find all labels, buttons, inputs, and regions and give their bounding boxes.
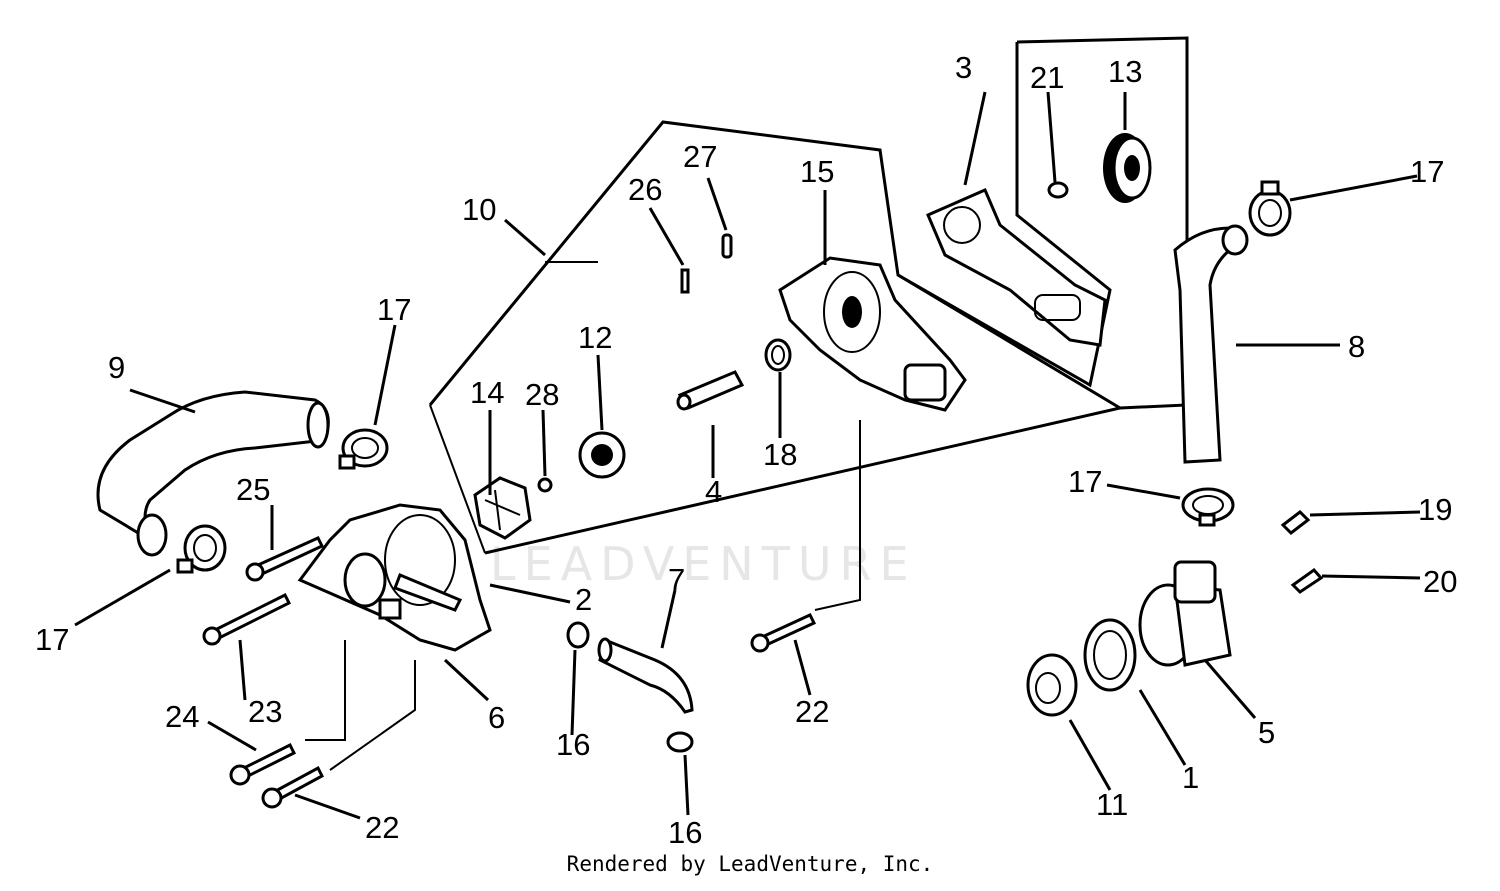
callout-6: 6 — [488, 700, 505, 735]
thermostat-11 — [1026, 653, 1078, 717]
bolt-23 — [202, 592, 292, 646]
callout-21: 21 — [1030, 60, 1064, 95]
callout-5: 5 — [1258, 715, 1275, 750]
pin-27 — [721, 233, 733, 259]
leader-lines — [74, 91, 1421, 820]
callout-1: 1 — [1182, 760, 1199, 795]
callout-14: 14 — [470, 375, 504, 410]
clip-21 — [1047, 181, 1069, 199]
shaft-4 — [676, 370, 745, 411]
callout-26: 26 — [628, 172, 662, 207]
impeller-14 — [473, 476, 532, 540]
callout-22-right: 22 — [795, 694, 829, 729]
clamp-17-lower-left — [176, 524, 227, 574]
gasket-3 — [926, 188, 1107, 347]
hose-9 — [96, 390, 330, 557]
callout-9: 9 — [108, 350, 125, 385]
clamp-17-upper-left — [338, 428, 389, 470]
callout-3: 3 — [955, 50, 972, 85]
ring-28 — [537, 477, 553, 493]
callout-24: 24 — [165, 699, 199, 734]
assembly-group-outline — [428, 36, 1189, 555]
clip-16-lower — [666, 731, 694, 753]
callout-11: 11 — [1096, 787, 1128, 822]
callout-25: 25 — [236, 472, 270, 507]
clamp-17-upper-right — [1248, 180, 1292, 237]
housing-15 — [778, 256, 967, 412]
callout-17-upper-right: 17 — [1410, 154, 1444, 189]
callout-12: 12 — [578, 320, 612, 355]
callout-22-lower: 22 — [365, 810, 399, 845]
screw-20 — [1290, 567, 1324, 594]
callout-17-upper-left: 17 — [377, 292, 411, 327]
clip-16-upper — [566, 621, 590, 649]
gasket-1 — [1083, 618, 1137, 692]
bolt-25 — [245, 536, 325, 582]
pump-housing-6 — [297, 503, 492, 652]
callouts: 1 2 3 4 5 6 7 8 9 10 11 12 13 14 15 16 1… — [35, 50, 1457, 850]
pin-26 — [680, 268, 690, 294]
callout-18: 18 — [763, 437, 797, 472]
screw-19 — [1280, 510, 1311, 535]
footer-credit: Rendered by LeadVenture, Inc. — [566, 852, 934, 876]
gear-13 — [1103, 133, 1152, 203]
clamp-17-lower-right — [1181, 487, 1235, 527]
watermark-text: LEADVENTURE — [490, 537, 917, 591]
callout-16-upper: 16 — [556, 727, 590, 762]
callout-17-lower-left: 17 — [35, 622, 69, 657]
hose-8 — [1173, 224, 1249, 464]
callout-23: 23 — [248, 694, 282, 729]
callout-19: 19 — [1418, 492, 1452, 527]
callout-20: 20 — [1423, 564, 1457, 599]
callout-16-lower: 16 — [668, 815, 702, 850]
callout-2: 2 — [575, 582, 592, 617]
callout-10: 10 — [462, 192, 496, 227]
callout-13: 13 — [1108, 54, 1142, 89]
callout-7: 7 — [668, 562, 685, 597]
bearing-12 — [578, 431, 626, 479]
callout-17-lower-right: 17 — [1068, 464, 1102, 499]
pipe-7 — [597, 637, 694, 714]
callout-8: 8 — [1348, 329, 1365, 364]
callout-27: 27 — [683, 139, 717, 174]
bolt-22-right — [750, 613, 817, 653]
seal-18 — [764, 338, 792, 372]
callout-15: 15 — [800, 154, 834, 189]
bolt-24 — [229, 742, 297, 786]
bolt-22-lower — [261, 765, 324, 809]
callout-28: 28 — [525, 377, 559, 412]
callout-4: 4 — [705, 474, 722, 509]
elbow-5 — [1138, 560, 1232, 667]
